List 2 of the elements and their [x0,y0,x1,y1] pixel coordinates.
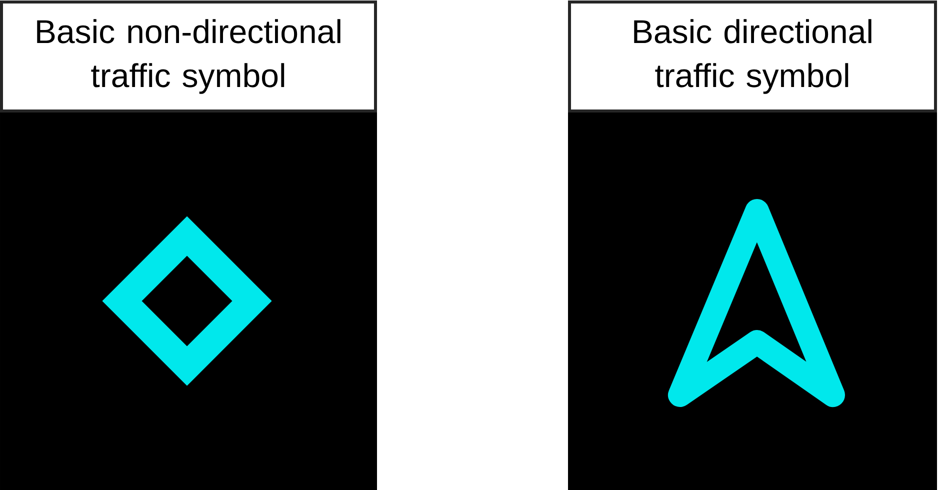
header-box: Basic non-directional traffic symbol [0,0,377,112]
header-box: Basic directional traffic symbol [568,0,937,112]
